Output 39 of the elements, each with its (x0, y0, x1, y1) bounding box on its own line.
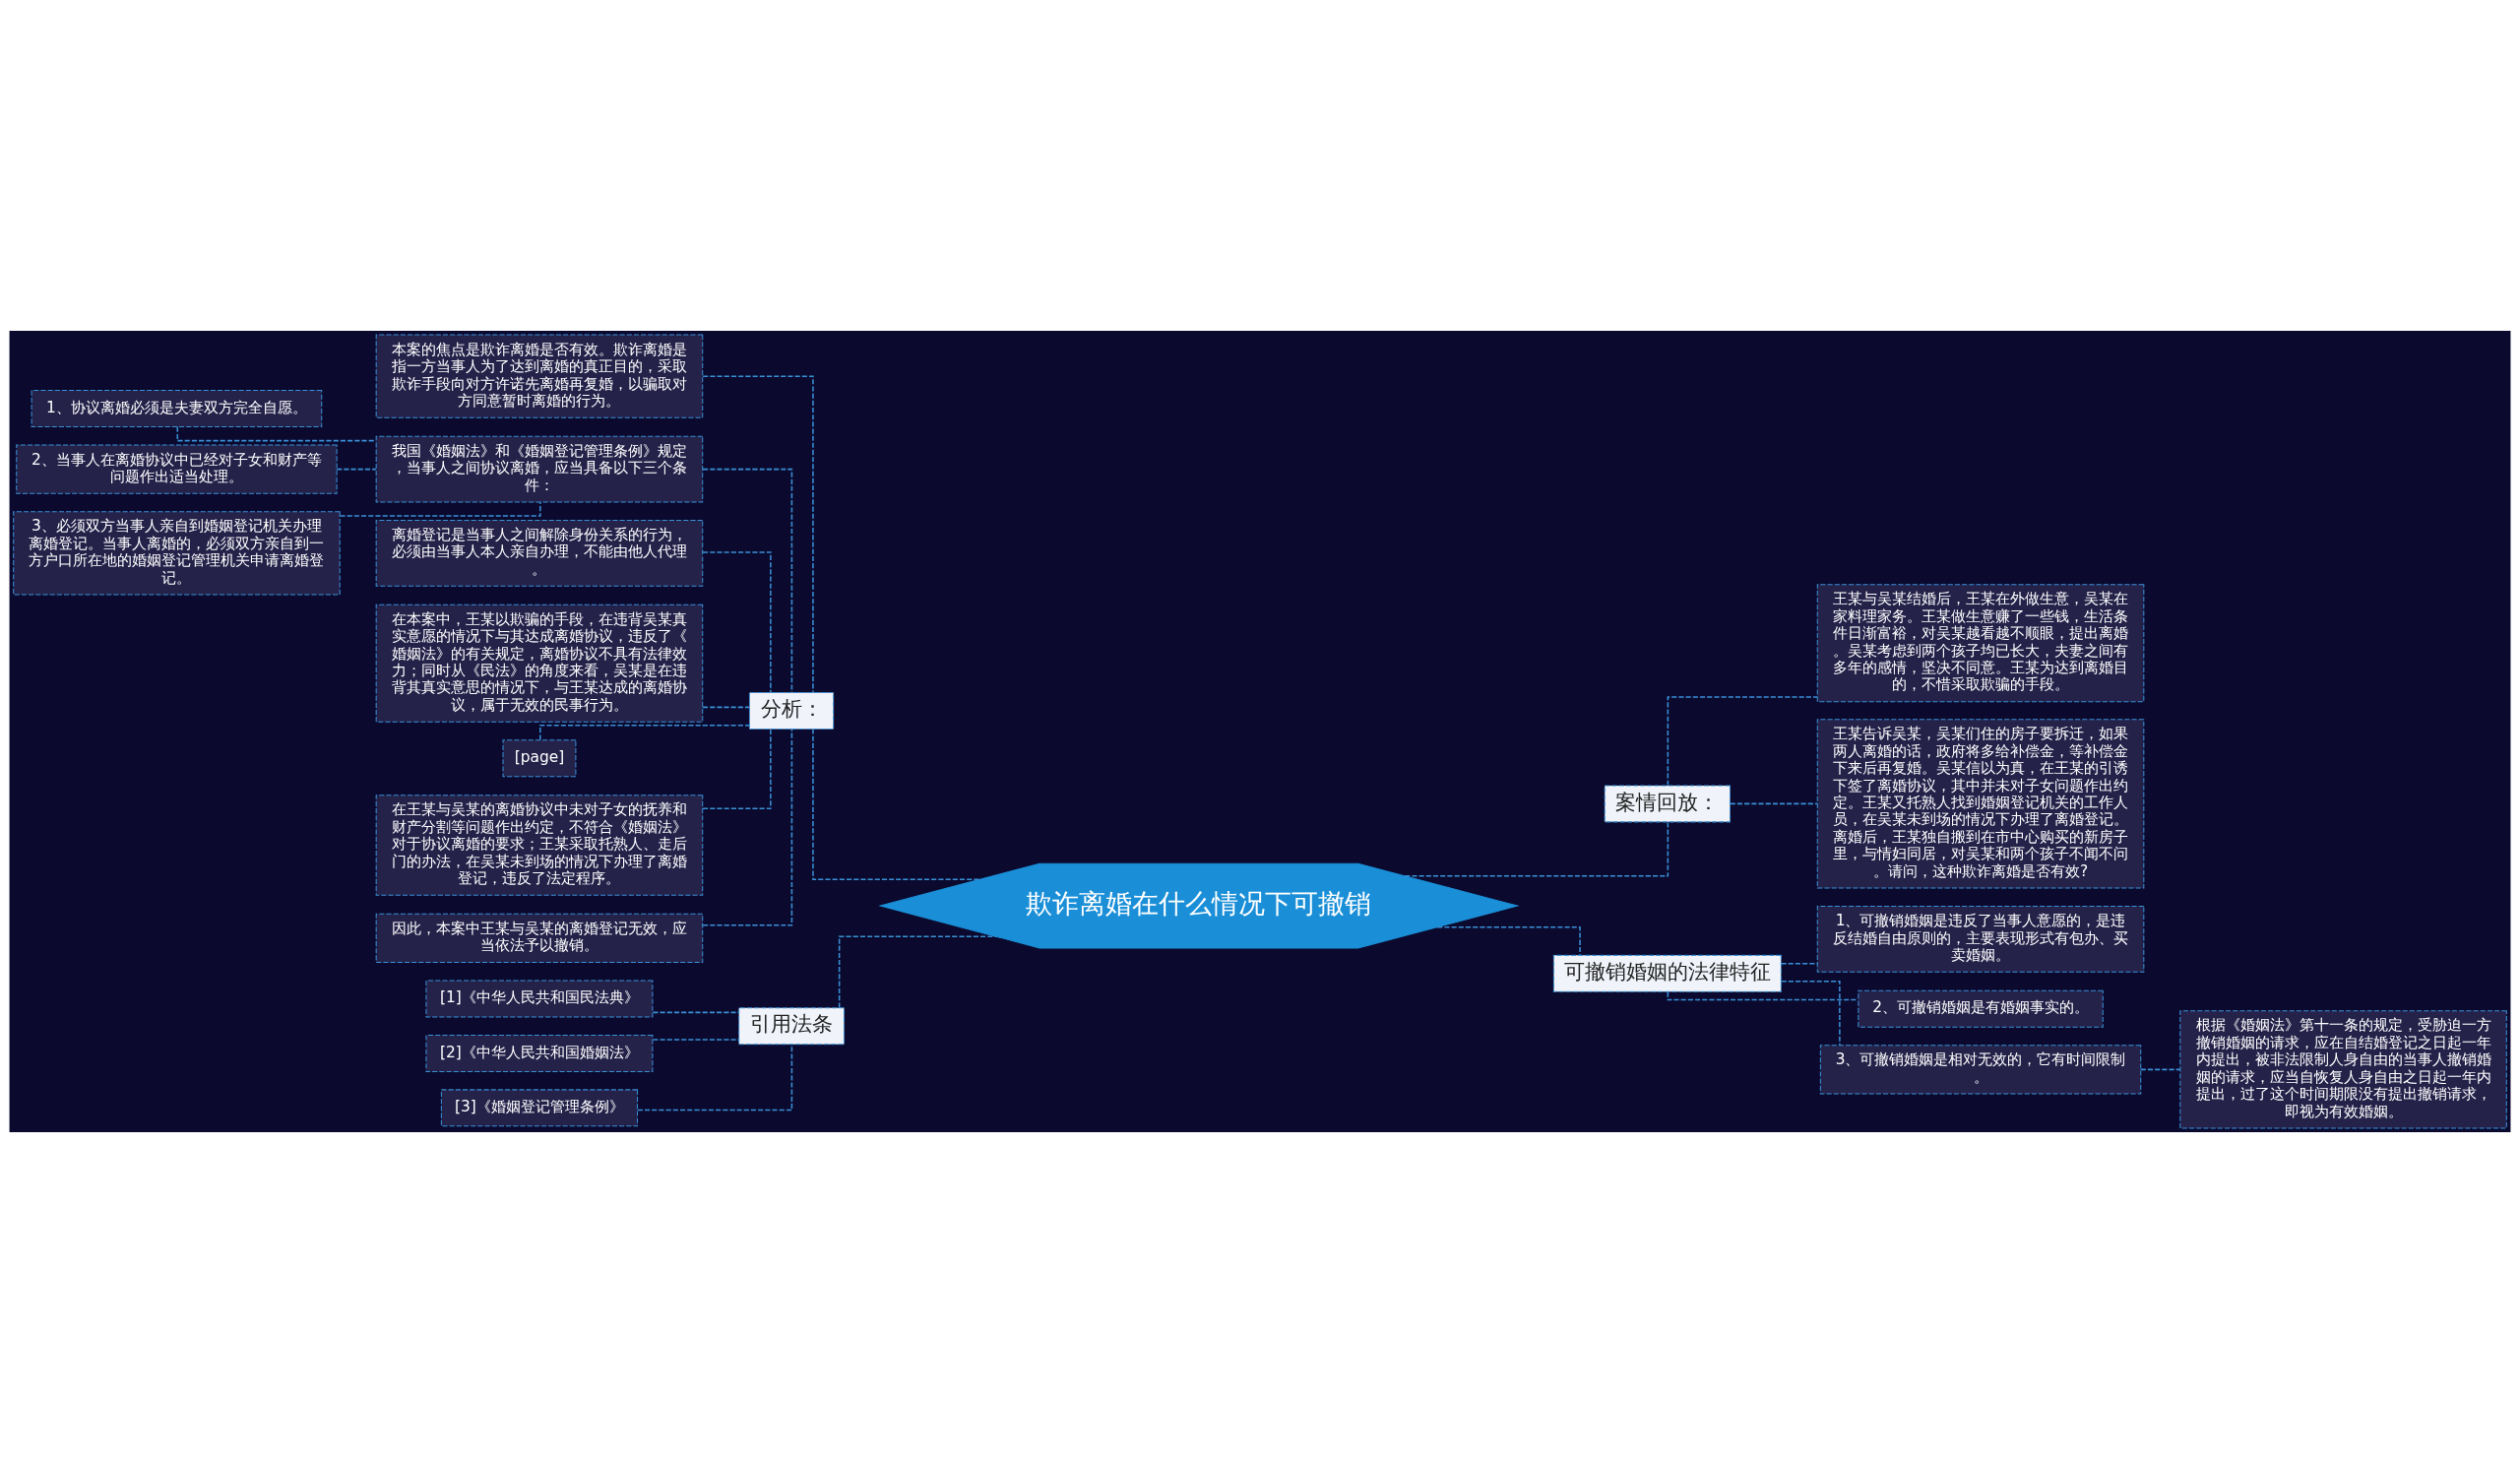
node-box: 可撤销婚姻的法律特征 (1552, 954, 1782, 992)
connector (838, 935, 997, 1009)
node-box: 本案的焦点是欺诈离婚是否有效。欺诈离婚是指一方当事人为了达到离婚的真正目的，采取欺诈手段向对方许诺先离婚再复婚，以骗取对方同意暂时离婚的行为。 (375, 334, 704, 418)
node-box: [3]《婚姻登记管理条例》 (440, 1089, 639, 1127)
node-box: 因此，本案中王某与吴某的离婚登记无效，应当依法予以撤销。 (375, 913, 704, 964)
connector (176, 425, 377, 442)
node-box: 3、必须双方当事人亲自到婚姻登记机关办理离婚登记。当事人离婚的，必须双方亲自到一方户口所在地的婚姻登记管理机关申请离婚登记。 (13, 511, 341, 596)
node-box: 王某告诉吴某，吴某们住的房子要拆迁，如果两人离婚的话，政府将多给补偿金，等补偿金下来后再复婚。吴某信以为真，在王某的引诱下签了离婚协议，其中并未对子女问题作出约定。王某又托熟人找到婚姻登记机关的工作人员，在吴某未到场的情况下办理了离婚登记。离婚后，王某独自搬到在市中心购买的新房子里，与情妇同居，对吴某和两个孩子不闻不问。请问，这种欺诈离婚是否有效? (1816, 719, 2145, 889)
connector (1404, 821, 1670, 877)
connector (1780, 981, 1841, 1047)
node-box: 离婚登记是当事人之间解除身份关系的行为，必须由当事人本人亲自办理，不能由他人代理。 (375, 519, 704, 587)
node-box: 2、可撤销婚姻是有婚姻事实的。 (1858, 989, 2104, 1028)
node-box: 我国《婚姻法》和《婚姻登记管理条例》规定，当事人之间协议离婚，应当具备以下三个条件： (375, 435, 704, 503)
connector (2140, 1068, 2181, 1071)
connector (702, 728, 772, 810)
node-box: 根据《婚姻法》第十一条的规定，受胁迫一方撤销婚姻的请求，应在自结婚登记之日起一年内提出，被非法限制人身自由的当事人撤销婚姻的请求，应当自恢复人身自由之日起一年内提出，过了这个时间期限没有提出撤销请求，即视为有效婚姻。 (2179, 1010, 2507, 1129)
node-box: 1、协议离婚必须是夫妻双方完全自愿。 (31, 390, 323, 428)
node-box: 案情回放： (1604, 785, 1731, 823)
node-box: [1]《中华人民共和国民法典》 (425, 980, 654, 1018)
connector (336, 468, 377, 471)
node-box: 在本案中，王某以欺骗的手段，在违背吴某真实意愿的情况下与其达成离婚协议，违反了《婚姻法》的有关规定，离婚协议不具有法律效力；同时从《民法》的角度来看，吴某是在违背其真实意思的情况下，与王某达成的离婚协议，属于无效的民事行为。 (375, 604, 704, 723)
node-box: 3、可撤销婚姻是相对无效的，它有时间限制。 (1819, 1045, 2142, 1095)
connector (339, 501, 541, 517)
node-box: 2、当事人在离婚协议中已经对子女和财产等问题作出适当处理。 (16, 444, 338, 494)
connector (702, 468, 793, 693)
connector (1730, 802, 1818, 805)
node-box: [page] (502, 739, 577, 778)
connector (702, 728, 793, 926)
connector (812, 728, 980, 881)
node-box: 1、可撤销婚姻是违反了当事人意愿的，是违反结婚自由原则的，主要表现形式有包办、买卖婚姻。 (1816, 906, 2145, 973)
connector (702, 551, 772, 693)
connector (702, 706, 750, 709)
node-box: 引用法条 (738, 1007, 845, 1046)
connector (702, 375, 814, 693)
connector (1667, 696, 1818, 787)
node-box: 分析： (748, 691, 835, 730)
node-box: 在王某与吴某的离婚协议中未对子女的抚养和财产分割等问题作出约定，不符合《婚姻法》对于协议离婚的要求；王某采取托熟人、走后门的办法，在吴某未到场的情况下办理了离婚登记，违反了法定程序。 (375, 795, 704, 896)
node-box: 王某与吴某结婚后，王某在外做生意，吴某在家料理家务。王某做生意赚了一些钱，生活条件日渐富裕，对吴某越看越不顺眼，提出离婚。吴某考虑到两个孩子均已长大，夫妻之间有多年的感情，坚决不同意。王某为达到离婚目的，不惜采取欺骗的手段。 (1816, 584, 2145, 703)
node-box: [2]《中华人民共和国婚姻法》 (425, 1034, 654, 1072)
